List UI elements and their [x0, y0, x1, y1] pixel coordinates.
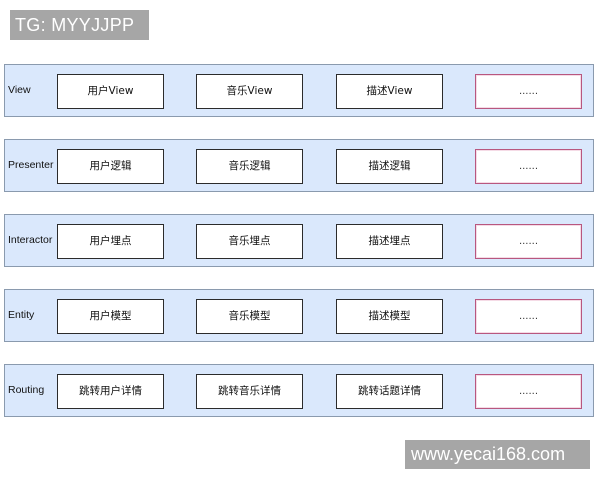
- module-more-entity[interactable]: ......: [475, 299, 582, 334]
- module-desc-tracking[interactable]: 描述埋点: [336, 224, 443, 259]
- module-desc-model[interactable]: 描述模型: [336, 299, 443, 334]
- module-more-view[interactable]: ......: [475, 74, 582, 109]
- module-music-model[interactable]: 音乐模型: [196, 299, 303, 334]
- module-desc-view[interactable]: 描述View: [336, 74, 443, 109]
- module-music-logic[interactable]: 音乐逻辑: [196, 149, 303, 184]
- layer-presenter: Presenter 用户逻辑 音乐逻辑 描述逻辑 ......: [4, 139, 594, 192]
- module-user-view[interactable]: 用户View: [57, 74, 164, 109]
- layer-label-routing: Routing: [8, 384, 45, 396]
- layer-label-view: View: [8, 84, 31, 96]
- layer-label-interactor: Interactor: [8, 234, 53, 246]
- layer-routing: Routing 跳转用户详情 跳转音乐详情 跳转话题详情 ......: [4, 364, 594, 417]
- module-music-view[interactable]: 音乐View: [196, 74, 303, 109]
- module-music-tracking[interactable]: 音乐埋点: [196, 224, 303, 259]
- layer-label-entity: Entity: [8, 309, 35, 321]
- module-route-topic-detail[interactable]: 跳转话题详情: [336, 374, 443, 409]
- layer-view: View 用户View 音乐View 描述View ......: [4, 64, 594, 117]
- layer-interactor: Interactor 用户埋点 音乐埋点 描述埋点 ......: [4, 214, 594, 267]
- module-user-tracking[interactable]: 用户埋点: [57, 224, 164, 259]
- module-route-user-detail[interactable]: 跳转用户详情: [57, 374, 164, 409]
- module-more-presenter[interactable]: ......: [475, 149, 582, 184]
- tg-watermark: TG: MYYJJPP: [10, 10, 149, 40]
- layer-entity: Entity 用户模型 音乐模型 描述模型 ......: [4, 289, 594, 342]
- module-user-logic[interactable]: 用户逻辑: [57, 149, 164, 184]
- site-watermark: www.yecai168.com: [405, 440, 590, 469]
- module-desc-logic[interactable]: 描述逻辑: [336, 149, 443, 184]
- module-more-interactor[interactable]: ......: [475, 224, 582, 259]
- module-more-routing[interactable]: ......: [475, 374, 582, 409]
- module-route-music-detail[interactable]: 跳转音乐详情: [196, 374, 303, 409]
- layer-label-presenter: Presenter: [8, 159, 54, 171]
- module-user-model[interactable]: 用户模型: [57, 299, 164, 334]
